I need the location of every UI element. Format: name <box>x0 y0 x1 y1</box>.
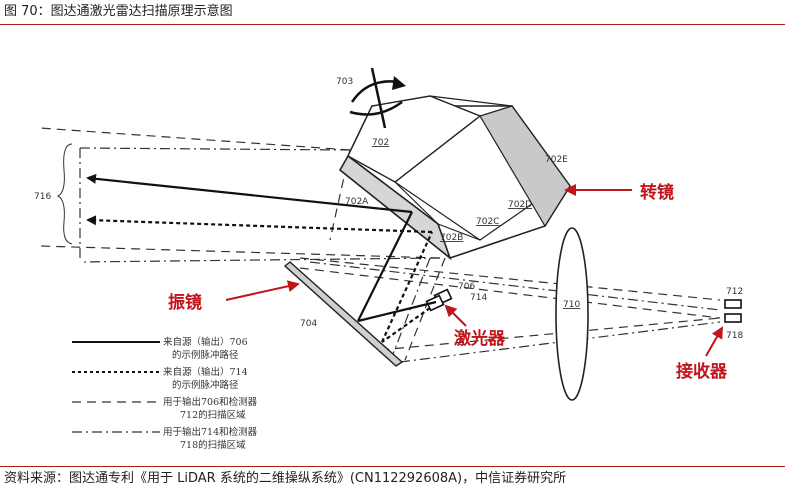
label-702: 702 <box>372 138 389 148</box>
callout-laser-arrow <box>444 304 467 327</box>
figure-source: 资料来源：图达通专利《用于 LiDAR 系统的二维操纵系统》(CN1122926… <box>4 471 567 486</box>
bracket-716 <box>56 143 73 245</box>
legend-item-3-line1: 用于输出706和检测器 <box>163 396 258 408</box>
lidar-diagram: 703 702 702A 702B 702C 702D 702E 716 704… <box>34 67 743 451</box>
label-716: 716 <box>34 192 51 202</box>
legend-item-1-line1: 来自源（输出）706 <box>163 336 248 348</box>
legend-item-4-line1: 用于输出714和检测器 <box>163 426 258 438</box>
detector-718 <box>724 313 742 323</box>
legend-item-4-line2: 718的扫描区域 <box>180 439 246 451</box>
galvo-mirror <box>283 261 404 367</box>
label-703: 703 <box>336 77 353 87</box>
legend-item-2-line2: 的示例脉冲路径 <box>172 379 239 391</box>
callout-receiver: 接收器 <box>676 361 728 382</box>
label-702D: 702D <box>508 200 532 210</box>
legend: 来自源（输出）706 的示例脉冲路径 来自源（输出）714 的示例脉冲路径 用于… <box>72 336 258 451</box>
figure-title: 图 70：图达通激光雷达扫描原理示意图 <box>4 4 233 19</box>
label-718: 718 <box>726 331 743 341</box>
label-704: 704 <box>300 319 317 329</box>
label-702A: 702A <box>345 197 369 207</box>
label-712: 712 <box>726 287 743 297</box>
callout-receiver-arrow <box>705 326 723 357</box>
pulse-path-714 <box>86 215 434 343</box>
label-710: 710 <box>563 300 580 310</box>
rotation-arrow-icon <box>349 67 403 129</box>
callout-polygon-mirror: 转镜 <box>640 182 674 203</box>
legend-item-3-line2: 712的扫描区域 <box>180 409 246 421</box>
legend-item-2-line1: 来自源（输出）714 <box>163 366 248 378</box>
label-702E: 702E <box>545 155 568 165</box>
label-702C: 702C <box>476 217 499 227</box>
top-rule <box>0 24 785 25</box>
callout-galvo-arrow <box>225 280 300 301</box>
label-714: 714 <box>470 293 487 303</box>
lens-710 <box>555 227 589 401</box>
legend-item-1-line2: 的示例脉冲路径 <box>172 349 239 361</box>
rotation-arrowhead-icon <box>392 76 406 90</box>
label-706: 706 <box>458 282 475 292</box>
bottom-rule <box>0 466 785 467</box>
detector-712 <box>724 299 742 309</box>
callout-laser: 激光器 <box>454 328 506 349</box>
label-702B: 702B <box>440 233 463 243</box>
callout-galvo-mirror: 振镜 <box>168 292 202 313</box>
